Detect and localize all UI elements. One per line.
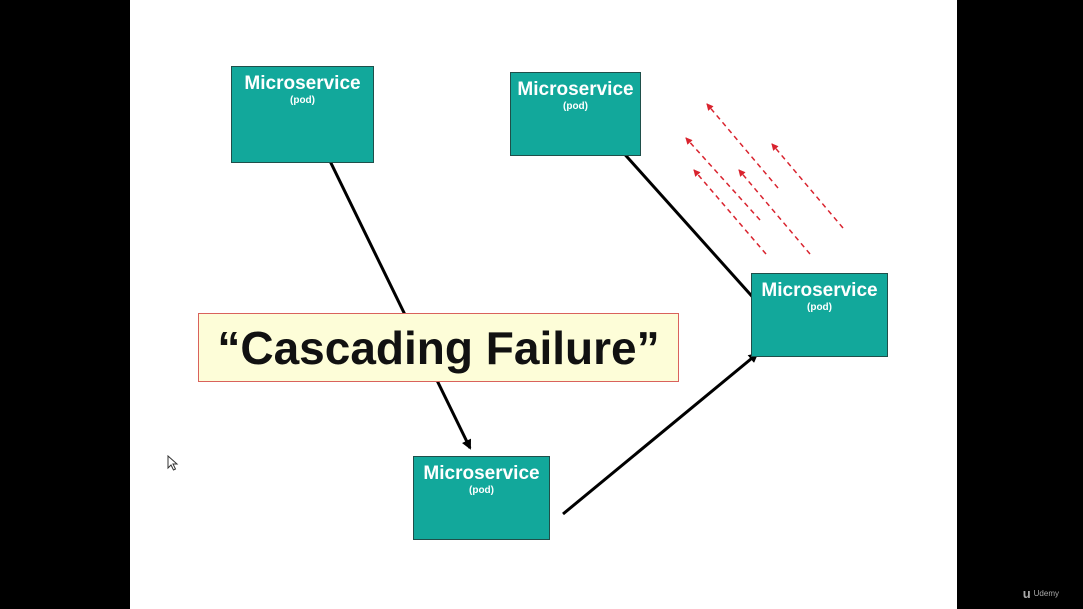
microservice-node: Microservice (pod) [751,273,888,357]
microservice-node: Microservice (pod) [231,66,374,163]
microservice-node: Microservice (pod) [510,72,641,156]
node-title: Microservice [761,280,878,301]
microservice-node: Microservice (pod) [413,456,550,540]
watermark-text: Udemy [1033,589,1059,598]
node-title: Microservice [423,463,540,484]
cascading-failure-banner: “Cascading Failure” [198,313,679,382]
node-subtitle: (pod) [563,101,588,112]
udemy-watermark: u Udemy [1023,586,1059,601]
node-subtitle: (pod) [469,485,494,496]
udemy-logo-icon: u [1022,586,1031,601]
node-title: Microservice [517,79,634,100]
node-title: Microservice [244,73,361,94]
node-subtitle: (pod) [290,95,315,106]
mouse-pointer-icon [167,455,179,471]
node-subtitle: (pod) [807,302,832,313]
